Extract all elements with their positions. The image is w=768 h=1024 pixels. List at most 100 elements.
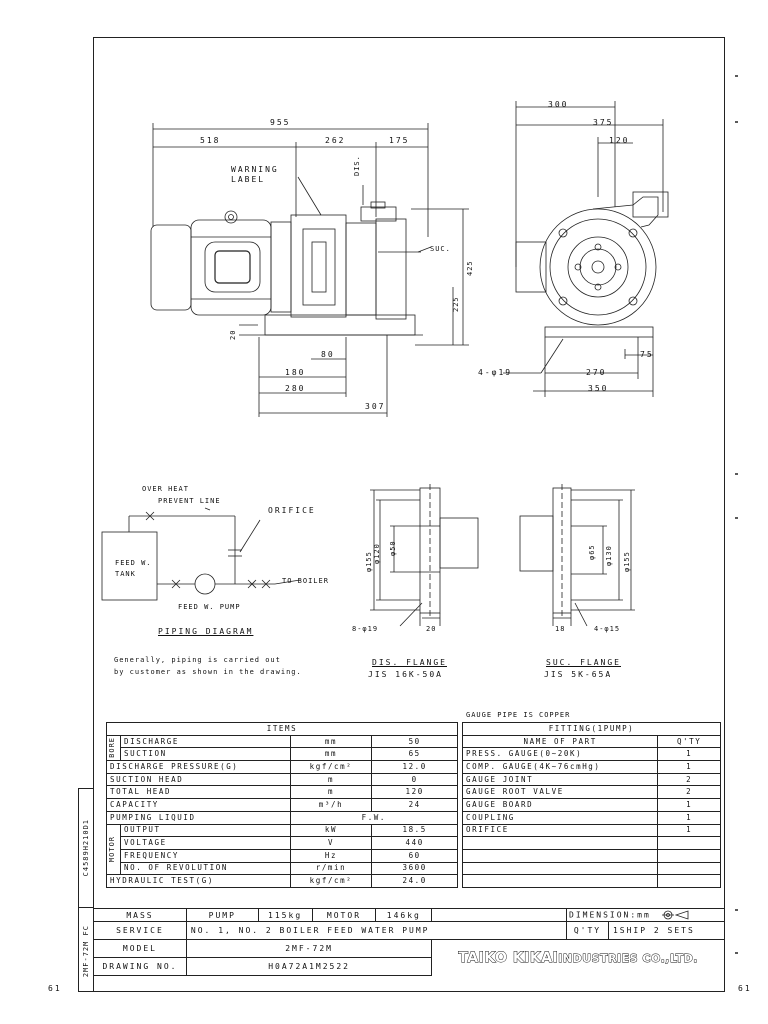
table-row: MOTOR OUTPUT kW 18.5 bbox=[106, 823, 458, 876]
feed-pump-label: FEED W. PUMP bbox=[178, 603, 241, 611]
table-row: VOLTAGE V 440 bbox=[107, 836, 458, 850]
item-unit: kgf/cm² bbox=[289, 760, 373, 774]
dim-80: 80 bbox=[321, 350, 335, 359]
bore-label: BORE bbox=[108, 737, 116, 759]
suc-flange-title: SUC. FLANGE bbox=[546, 658, 621, 667]
table-row: COMP. GAUGE(4K~76cmHg)1 bbox=[461, 760, 721, 774]
suc-flange-phi65: φ65 bbox=[588, 544, 596, 560]
item-unit: Hz bbox=[289, 848, 373, 863]
suc-flange-standard: JIS 5K-65A bbox=[544, 670, 613, 679]
item-value: 18.5 bbox=[371, 823, 458, 838]
dim-262: 262 bbox=[325, 136, 346, 145]
table-row: PUMPING LIQUID F.W. bbox=[106, 810, 459, 825]
item-unit: mm bbox=[289, 747, 373, 762]
table-row: CAPACITY m³/h 24 bbox=[106, 798, 458, 812]
table-row: FREQUENCY Hz 60 bbox=[107, 848, 458, 863]
table-row: DISCHARGE PRESSURE(G) kgf/cm² 12.0 bbox=[106, 760, 458, 774]
orifice-label: ORIFICE bbox=[268, 506, 316, 515]
item-name: HYDRAULIC TEST(G) bbox=[106, 874, 291, 888]
prevent-line-label: PREVENT LINE bbox=[158, 497, 221, 505]
items-header: ITEMS bbox=[106, 722, 458, 736]
item-name: TOTAL HEAD bbox=[106, 785, 291, 800]
part-qty: 1 bbox=[657, 798, 721, 812]
item-value: 3600 bbox=[371, 861, 458, 876]
dis-flange-standard: JIS 16K-50A bbox=[368, 670, 443, 679]
item-name: FREQUENCY bbox=[119, 848, 291, 863]
table-row: NO. OF REVOLUTION r/min 3600 bbox=[107, 861, 458, 876]
side-model-code: 2MF-72M FC bbox=[82, 924, 90, 978]
item-unit: V bbox=[289, 836, 373, 850]
item-unit: m bbox=[289, 772, 373, 787]
part-name: COMP. GAUGE(4K~76cmHg) bbox=[461, 760, 659, 774]
pump-mass-label: PUMP bbox=[185, 908, 259, 922]
dis-flange-phi120: φ120 bbox=[373, 543, 381, 564]
dim-180: 180 bbox=[285, 368, 306, 377]
item-name: DISCHARGE PRESSURE(G) bbox=[106, 760, 291, 774]
item-value: 120 bbox=[371, 785, 458, 800]
warning-label: WARNING LABEL bbox=[231, 165, 279, 184]
gauge-pipe-note: GAUGE PIPE IS COPPER bbox=[466, 711, 571, 719]
dis-label: DIS. bbox=[353, 155, 361, 176]
piping-diagram-title: PIPING DIAGRAM bbox=[158, 627, 254, 636]
table-row: BORE DISCHARGE mm 50 bbox=[106, 734, 458, 762]
suc-flange-phi130: φ130 bbox=[605, 545, 613, 566]
dis-flange-thickness: 20 bbox=[426, 625, 437, 633]
empty-row bbox=[461, 861, 721, 876]
empty-row bbox=[461, 874, 721, 888]
table-row: SUCTION mm 65 bbox=[107, 747, 458, 762]
item-name: VOLTAGE bbox=[119, 836, 291, 850]
item-unit: m bbox=[289, 785, 373, 800]
dimension-unit: DIMENSION:mm bbox=[569, 910, 651, 920]
service-label: SERVICE bbox=[93, 921, 187, 940]
margin-ticks bbox=[735, 75, 738, 954]
company-name-main: TAIKO KIKAI bbox=[458, 949, 559, 966]
table-row: TOTAL HEAD m 120 bbox=[106, 785, 458, 800]
dim-280: 280 bbox=[285, 384, 306, 393]
dim-4-phi19: 4-φ19 bbox=[478, 368, 513, 377]
margin-number-left: 61 bbox=[48, 984, 62, 993]
company-name-suffix: INDUSTRIES CO.,LTD. bbox=[558, 951, 698, 965]
drawing-no-value: H0A72A1M2522 bbox=[185, 957, 433, 976]
dis-flange-drawing bbox=[370, 484, 479, 627]
suc-flange-phi155: φ155 bbox=[623, 551, 631, 572]
fitting-header: FITTING(1PUMP) bbox=[462, 722, 721, 736]
dis-flange-title: DIS. FLANGE bbox=[372, 658, 447, 667]
item-value: 12.0 bbox=[371, 760, 458, 774]
item-value: 440 bbox=[371, 836, 458, 850]
part-qty: 1 bbox=[657, 747, 721, 762]
item-value: 24 bbox=[371, 798, 458, 812]
dim-955: 955 bbox=[270, 118, 291, 127]
part-qty: 2 bbox=[657, 772, 721, 787]
suc-flange-holes: 4-φ15 bbox=[594, 625, 621, 633]
dimension-cell: DIMENSION:mm bbox=[566, 908, 725, 922]
fitting-col-name: NAME OF PART bbox=[461, 734, 659, 749]
dim-225: 225 bbox=[452, 296, 460, 312]
model-label: MODEL bbox=[93, 939, 187, 958]
suc-flange-drawing bbox=[519, 484, 635, 627]
item-unit: r/min bbox=[289, 861, 373, 876]
part-name: ORIFICE bbox=[461, 823, 659, 838]
side-strip: C4589H210D1 2MF-72M FC bbox=[78, 788, 93, 992]
table-row: SUCTION HEAD m 0 bbox=[106, 772, 458, 787]
service-value: NO. 1, NO. 2 BOILER FEED WATER PUMP bbox=[185, 921, 568, 940]
dis-flange-phi50: φ50 bbox=[389, 540, 397, 556]
item-name: SUCTION HEAD bbox=[106, 772, 291, 787]
company-logo: TAIKO KIKAIINDUSTRIES CO.,LTD. bbox=[431, 939, 725, 976]
qty-value: 1SHIP 2 SETS bbox=[607, 921, 726, 940]
suc-label: SUC. bbox=[430, 245, 451, 253]
dim-175: 175 bbox=[389, 136, 410, 145]
to-boiler-label: TO BOILER bbox=[282, 577, 329, 585]
item-value: 0 bbox=[371, 772, 458, 787]
item-name: NO. OF REVOLUTION bbox=[119, 861, 291, 876]
dim-270: 270 bbox=[586, 368, 607, 377]
item-value: 50 bbox=[371, 734, 458, 749]
motor-label: MOTOR bbox=[108, 836, 116, 863]
motor-mass-label: MOTOR bbox=[311, 908, 377, 922]
projection-symbol-icon bbox=[661, 910, 689, 920]
part-qty: 2 bbox=[657, 785, 721, 800]
part-qty: 1 bbox=[657, 823, 721, 838]
